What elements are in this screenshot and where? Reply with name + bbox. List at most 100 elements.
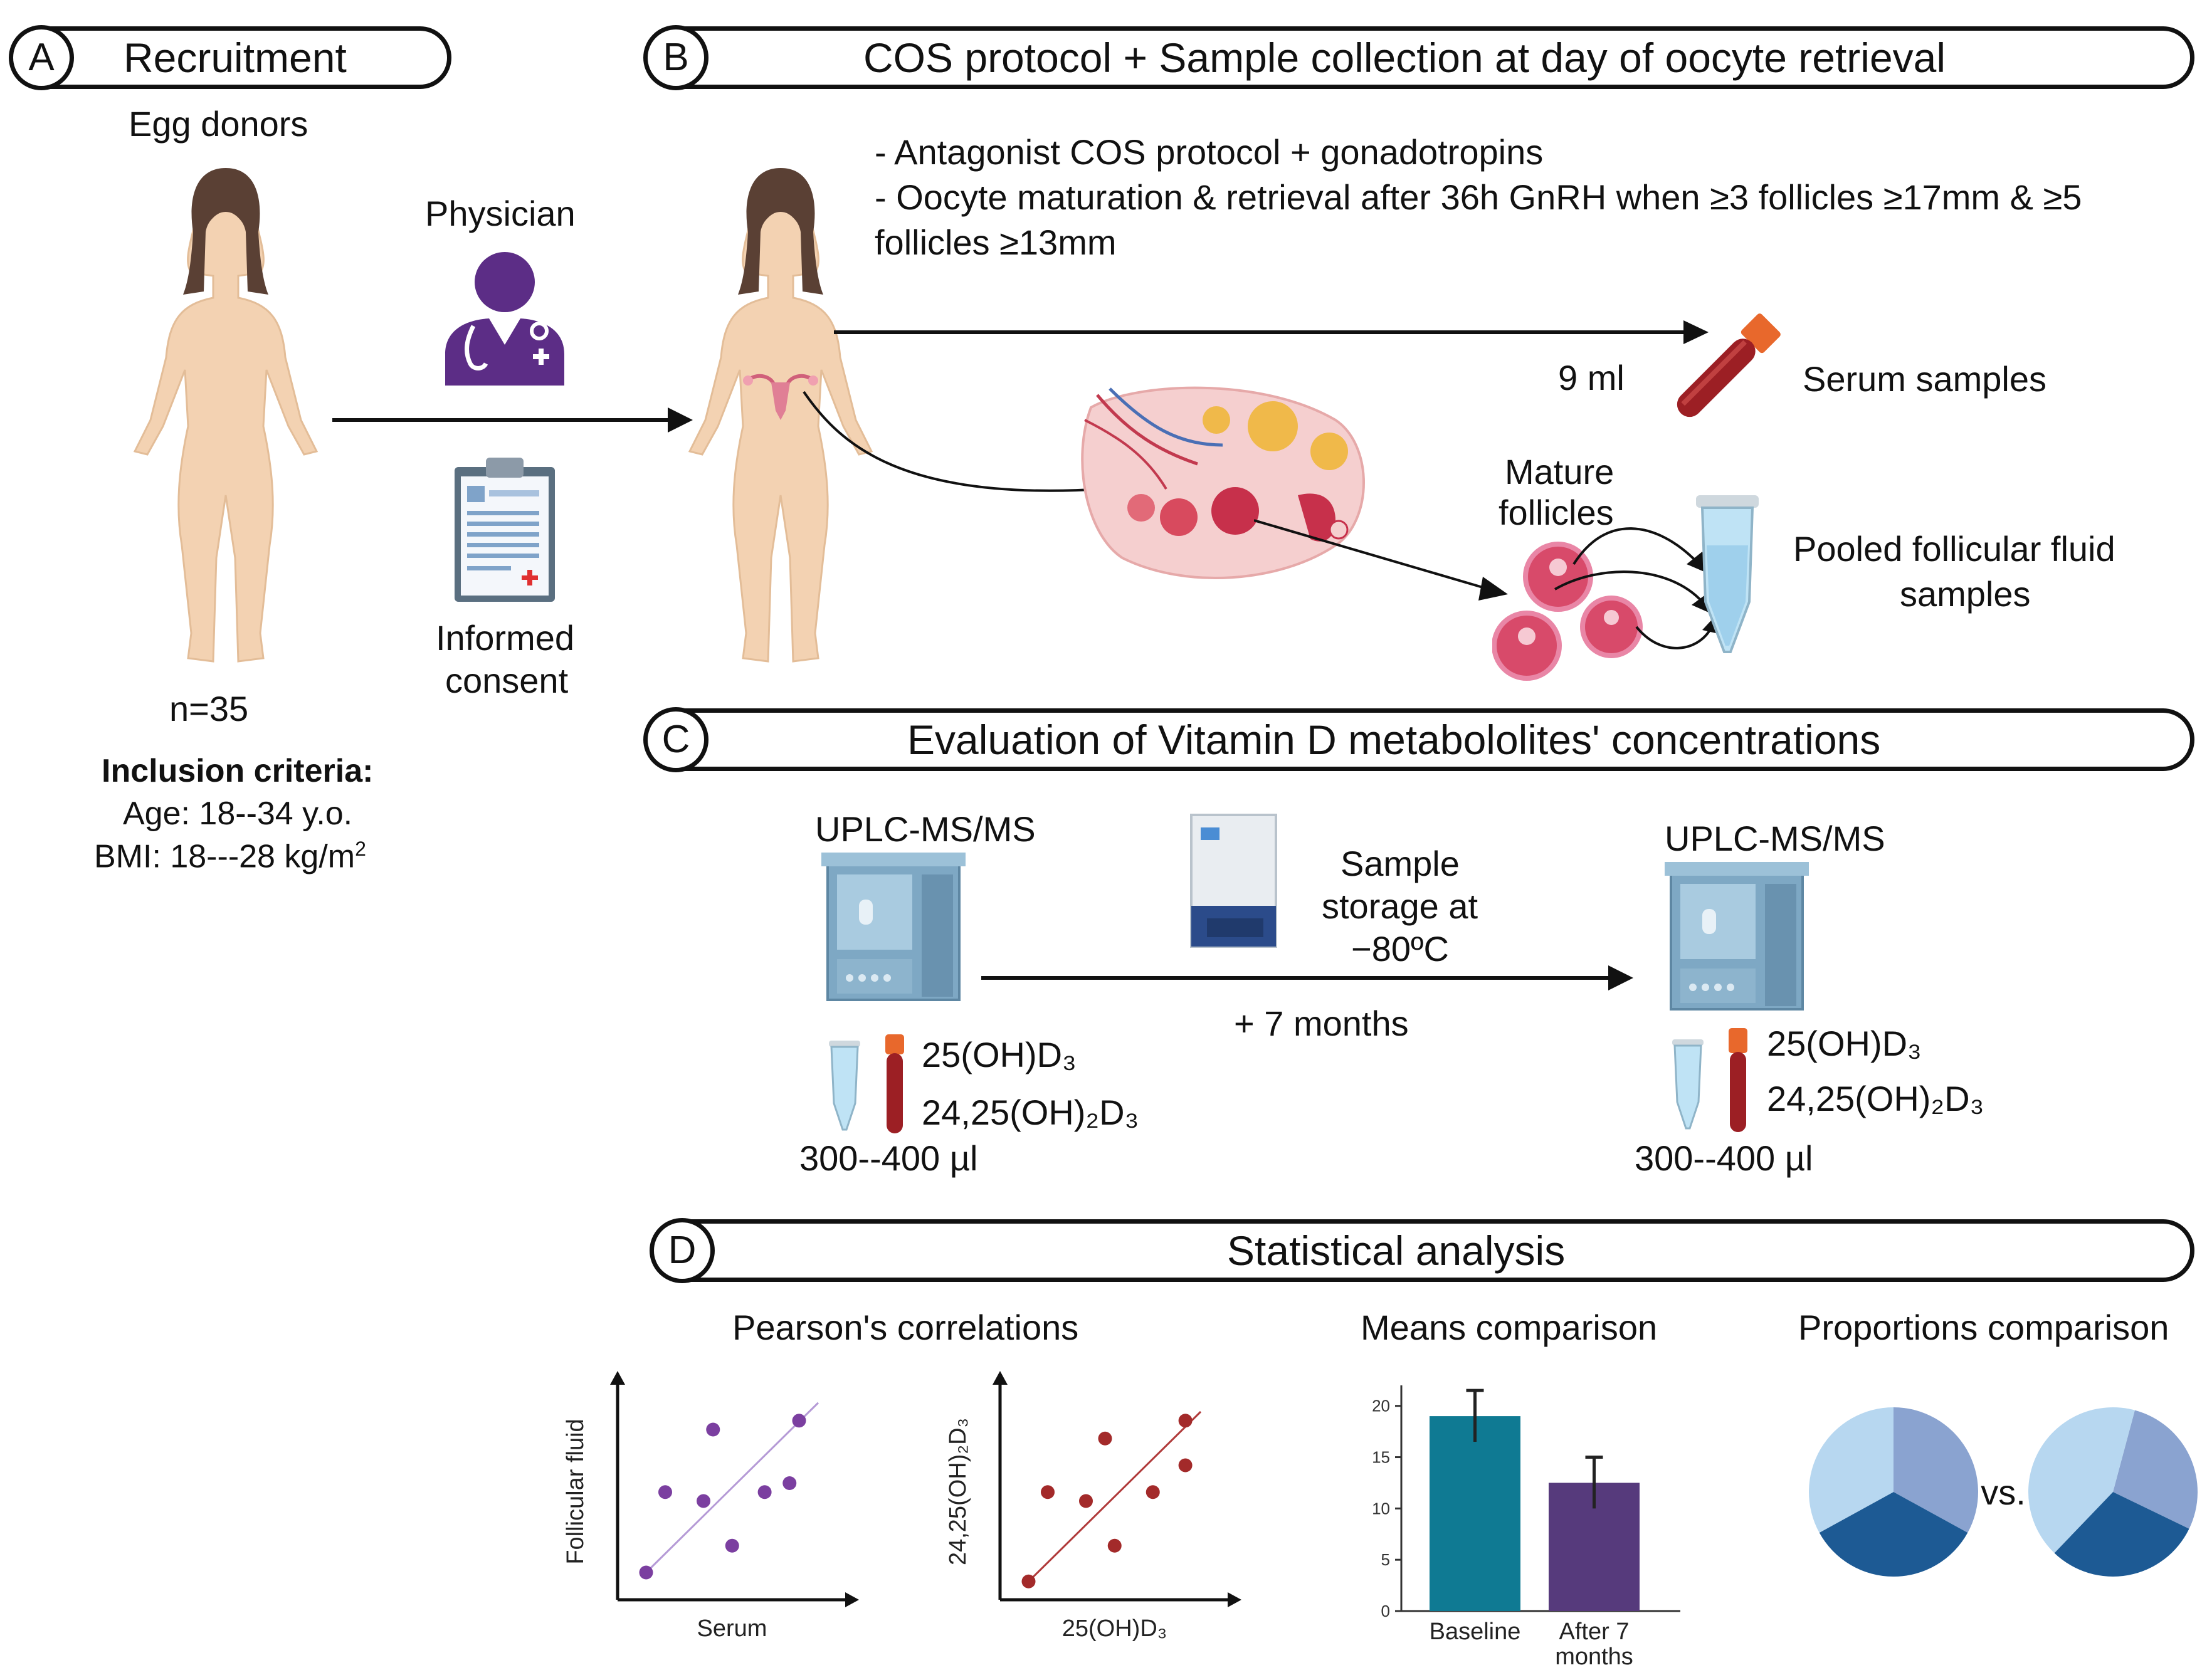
scatter-chart-serum-vs-follicular: Serum Follicular fluid [562, 1371, 859, 1642]
arrow-ovary-to-follicles [1254, 519, 1508, 601]
uterus-icon [743, 374, 818, 420]
data-point-7 [782, 1476, 797, 1490]
panel-b-header: COS protocol + Sample collection at day … [652, 26, 2194, 89]
duration-label: + 7 months [1234, 1004, 1409, 1043]
category-label-2: After 7 [1559, 1619, 1630, 1645]
mature-label-line1: Mature [1505, 452, 1614, 491]
category-label-1: Baseline [1430, 1619, 1521, 1645]
panel-d-header: Statistical analysis [658, 1219, 2194, 1282]
egg-donors-label: Egg donors [129, 104, 308, 144]
fit-line [1028, 1410, 1202, 1582]
serum-volume: 9 ml [1558, 358, 1625, 397]
y-tick-label: 15 [1372, 1448, 1390, 1467]
criteria-bmi-text: BMI: 18---28 kg/m [94, 838, 356, 875]
physician-label: Physician [425, 194, 576, 233]
consent-line1: Informed [436, 618, 574, 658]
x-axis-arrowhead [845, 1592, 859, 1607]
y-tick-label: 5 [1381, 1550, 1390, 1569]
metabolite-right-2: 24,25(OH)₂D₃ [1767, 1079, 1984, 1118]
consent-form-icon [455, 458, 555, 602]
vs-label: vs. [1981, 1473, 2026, 1512]
donor-figure-with-uterus [688, 168, 873, 663]
y-axis-label: 24,25(OH)₂D₃ [945, 1418, 971, 1565]
pie-1-slice-1 [1894, 1407, 1978, 1533]
pie-2-slice-1 [2113, 1410, 2198, 1529]
serum-tube-icon [1677, 313, 1781, 417]
uplc-instrument-right-icon [1665, 862, 1809, 1011]
data-point-7 [1178, 1458, 1193, 1473]
data-point-6 [757, 1485, 772, 1499]
follicular-fluid-tube-icon [1696, 495, 1759, 653]
scatter-chart-25oh-vs-2425oh: 25(OH)D₃ 24,25(OH)₂D₃ [945, 1371, 1241, 1642]
panel-d-title: Statistical analysis [1227, 1227, 1566, 1274]
egg-donor-figure [133, 168, 319, 663]
metabolite-left-1: 25(OH)D₃ [922, 1035, 1077, 1074]
pooled-fluid-line2: samples [1900, 574, 2031, 614]
data-point-8 [792, 1414, 806, 1428]
storage-line1: Sample [1341, 844, 1460, 883]
consent-line2: consent [445, 661, 569, 700]
metabolite-right-1: 25(OH)D₃ [1767, 1024, 1922, 1063]
metabolite-left-2: 24,25(OH)₂D₃ [922, 1093, 1139, 1132]
inclusion-criteria-title: Inclusion criteria: [102, 753, 374, 789]
y-axis-arrowhead [610, 1371, 625, 1385]
data-point-1 [1021, 1574, 1036, 1588]
data-point-4 [1098, 1431, 1112, 1446]
criteria-bmi: BMI: 18---28 kg/m2 [94, 837, 366, 875]
sample-tubes-left-icon [829, 1034, 904, 1133]
means-title: Means comparison [1361, 1308, 1658, 1347]
n-count: n=35 [169, 689, 249, 728]
data-point-3 [1079, 1494, 1093, 1508]
panel-b-letter: B [643, 25, 708, 90]
pie-1-slice-2 [1819, 1492, 1968, 1577]
sample-tubes-right-icon [1672, 1028, 1747, 1132]
y-axis-label: Follicular fluid [562, 1419, 589, 1564]
ovary-illustration [1081, 386, 1365, 579]
y-axis-arrowhead [993, 1371, 1008, 1385]
y-tick-label: 0 [1381, 1602, 1390, 1620]
bar-1 [1430, 1416, 1520, 1611]
data-point-2 [658, 1485, 672, 1499]
data-point-4 [697, 1494, 710, 1508]
pearson-title: Pearson's correlations [732, 1308, 1079, 1347]
serum-samples-label: Serum samples [1803, 359, 2047, 399]
criteria-bmi-sup: 2 [355, 837, 366, 860]
criteria-age: Age: 18--34 y.o. [123, 795, 353, 832]
data-point-1 [639, 1565, 653, 1580]
protocol-line1: - Antagonist COS protocol + gonadotropin… [875, 132, 1544, 172]
category-label-2: months [1555, 1644, 1633, 1670]
pooled-fluid-line1: Pooled follicular fluid [1793, 529, 2115, 569]
panel-a-title: Recruitment [124, 34, 347, 81]
physician-icon [445, 252, 564, 386]
panel-c-header: Evaluation of Vitamin D metabololites' c… [652, 708, 2194, 771]
fit-line [645, 1402, 819, 1573]
x-axis-label: 25(OH)D₃ [1062, 1615, 1167, 1642]
pie-2-slice-2 [2054, 1492, 2189, 1577]
x-axis-label: Serum [697, 1615, 767, 1642]
storage-line3: −80ºC [1351, 929, 1449, 969]
body-silhouette [133, 168, 319, 663]
volume-right: 300--400 µl [1635, 1138, 1813, 1178]
x-axis-arrowhead [1228, 1592, 1241, 1607]
pie-charts-proportions: vs. [1809, 1407, 2198, 1577]
proportions-title: Proportions comparison [1798, 1308, 2169, 1347]
arrow-storage-7-months [981, 965, 1633, 990]
panel-a-letter: A [9, 25, 74, 90]
arrow-to-serum [834, 320, 1709, 344]
data-point-8 [1178, 1414, 1193, 1428]
follicles-illustration [1492, 542, 1643, 681]
data-point-2 [1041, 1485, 1055, 1499]
arrow-recruit-to-protocol [332, 407, 693, 433]
panel-b-title: COS protocol + Sample collection at day … [863, 34, 1946, 81]
storage-line2: storage at [1322, 886, 1478, 926]
mature-label-line2: follicles [1499, 493, 1614, 532]
instrument-left-label: UPLC-MS/MS [815, 809, 1036, 849]
volume-left: 300--400 µl [799, 1138, 978, 1178]
data-point-3 [706, 1422, 720, 1437]
protocol-line3: follicles ≥13mm [875, 223, 1117, 262]
y-tick-label: 20 [1372, 1397, 1390, 1415]
instrument-right-label: UPLC-MS/MS [1665, 819, 1885, 858]
freezer-icon [1190, 814, 1277, 948]
panel-d-letter: D [650, 1218, 715, 1283]
